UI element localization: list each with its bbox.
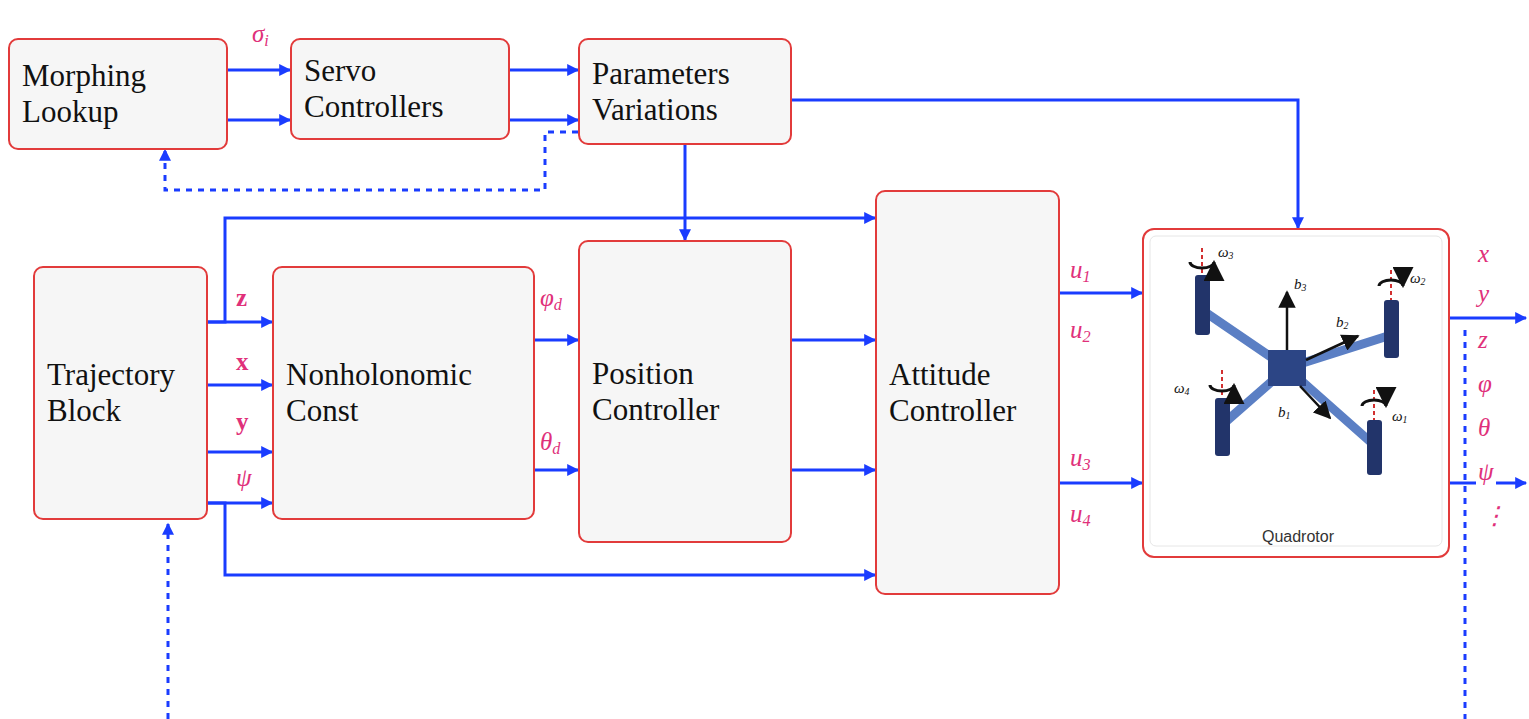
- output-name: ψ: [1476, 458, 1496, 485]
- signal-name: u1: [1068, 256, 1093, 286]
- controller-box: Servo Controllers: [290, 38, 510, 140]
- output-name: y: [1476, 280, 1491, 307]
- signal-arrow: [792, 339, 875, 342]
- output-name: θ: [1476, 414, 1492, 441]
- output-name: x: [1476, 240, 1491, 267]
- image-panel: [1150, 236, 1442, 546]
- rotor-speed: ω1: [1390, 408, 1409, 426]
- rotor-speed: ω4: [1172, 380, 1191, 398]
- body-axis: b3: [1292, 276, 1308, 294]
- signal-arrow: [684, 145, 687, 240]
- signal-arrow: [792, 469, 875, 472]
- output-name: φ: [1476, 370, 1494, 397]
- signal-name: u4: [1068, 500, 1093, 530]
- signal-arrow: [510, 119, 578, 122]
- node-label: Servo Controllers: [304, 53, 500, 124]
- signal-arrow: [1060, 292, 1142, 295]
- output-name: ⋮: [1480, 502, 1509, 529]
- rotor-axes: [1202, 248, 1391, 420]
- body-cube: [1268, 350, 1306, 386]
- signal-name: ψ: [234, 464, 254, 491]
- signal-arrow: [535, 339, 578, 342]
- node-label: Nonholonomic Const: [286, 357, 525, 428]
- body-axis: b2: [1334, 314, 1350, 332]
- signal-name: y: [234, 408, 251, 435]
- signal-arrow: [510, 69, 578, 72]
- signal-name: z: [234, 284, 249, 311]
- node-label: Attitude Controller: [889, 357, 1050, 428]
- constraint-box: Nonholonomic Const: [272, 266, 535, 520]
- signal-name: θd: [538, 428, 562, 458]
- signal-arrow: [228, 69, 290, 72]
- node-label: Quadrotor: [1262, 528, 1334, 546]
- controller-box: Attitude Controller: [875, 190, 1060, 595]
- node-label: Position Controller: [592, 356, 782, 427]
- parameter-box: Parameters Variations: [578, 38, 792, 145]
- rotor-speed: ω3: [1216, 244, 1235, 262]
- signal-arrow: [535, 469, 578, 472]
- rotation-arrows: [1190, 262, 1403, 406]
- signal-arrow: [208, 384, 272, 387]
- quadrotor-frame: [1202, 310, 1391, 445]
- node-label: Morphing Lookup: [22, 58, 218, 129]
- signal-arrow: [1060, 482, 1142, 485]
- body-axes: [1287, 292, 1358, 418]
- signal-name: x: [234, 348, 251, 375]
- signal-name: σi: [250, 20, 271, 50]
- controller-box: Position Controller: [578, 240, 792, 543]
- rotor-speed: ω2: [1408, 270, 1427, 288]
- node-label: Parameters Variations: [592, 56, 782, 127]
- signal-name: u2: [1068, 316, 1093, 346]
- signal-arrow: [228, 119, 290, 122]
- lookup-box: Morphing Lookup: [8, 38, 228, 150]
- trajectory-box: Trajectory Block: [33, 266, 208, 520]
- body-axis: b1: [1276, 404, 1292, 422]
- motors: [1195, 275, 1399, 475]
- node-label: Trajectory Block: [47, 357, 198, 428]
- signal-name: φd: [538, 284, 564, 314]
- signal-name: u3: [1068, 444, 1093, 474]
- output-name: z: [1476, 326, 1490, 353]
- signal-arrow: [208, 451, 272, 454]
